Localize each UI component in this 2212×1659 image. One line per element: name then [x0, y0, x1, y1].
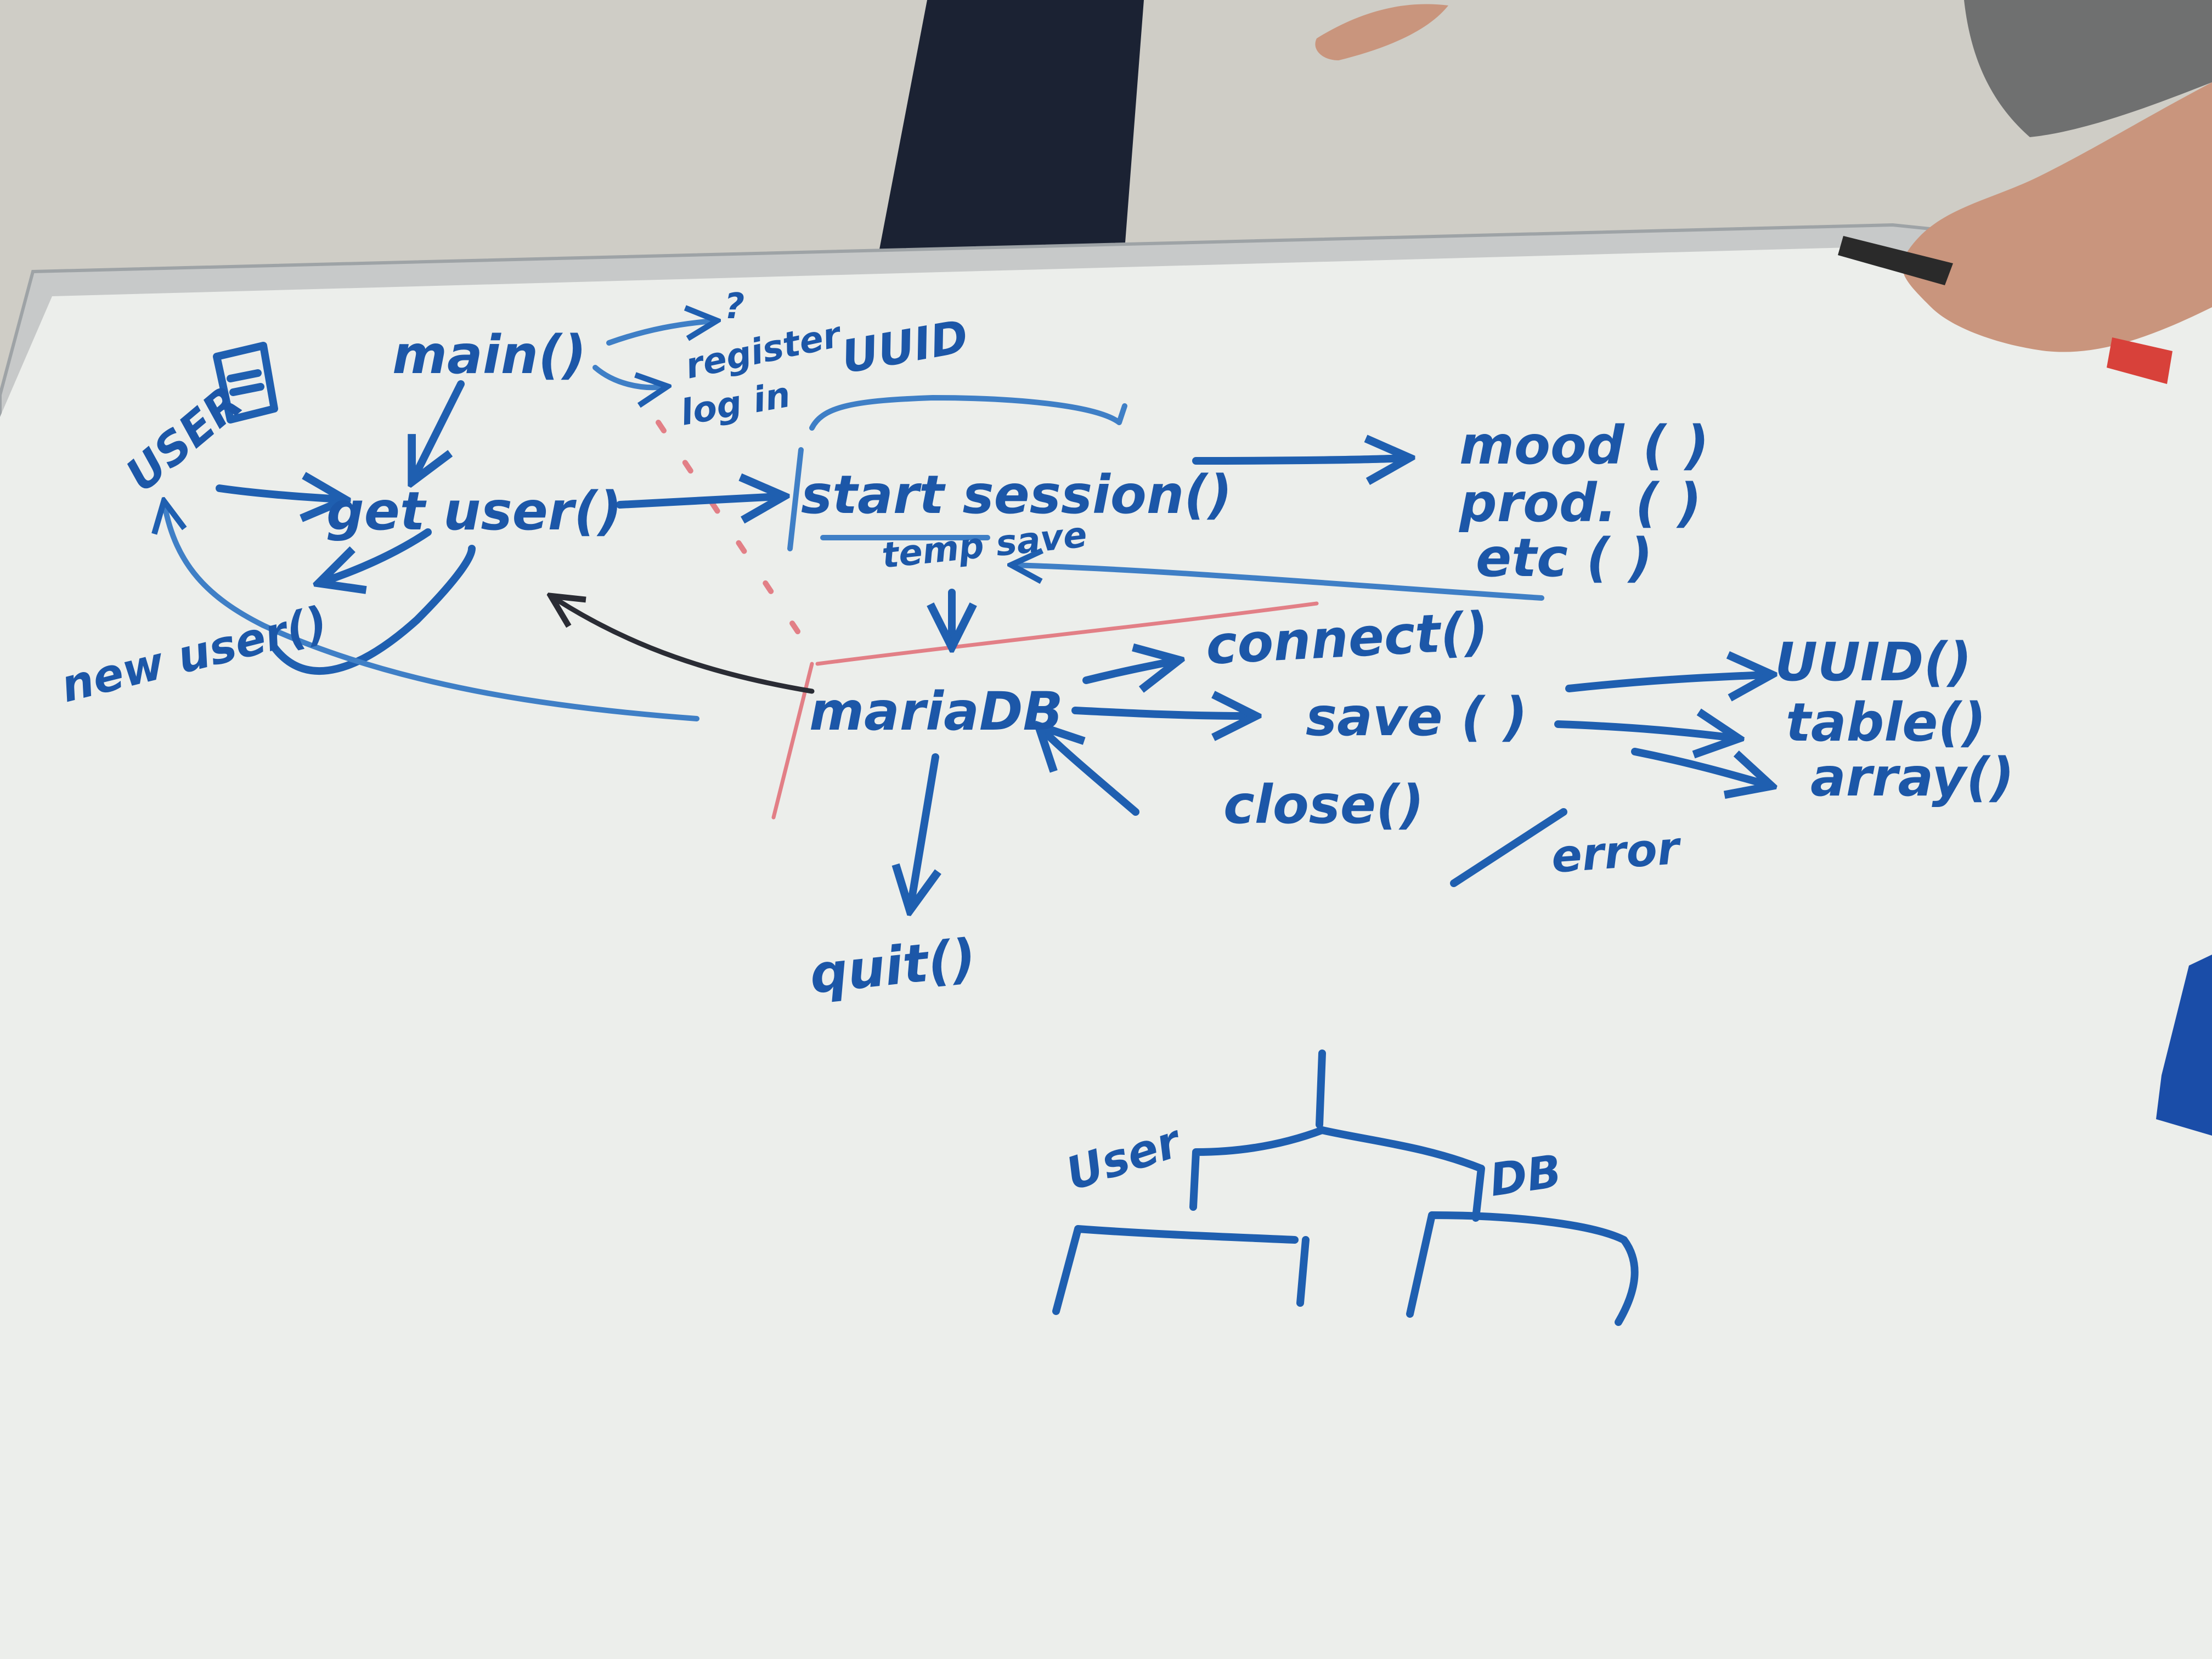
main-label: main(): [392, 324, 586, 386]
start-session-bracket: [787, 447, 990, 551]
arrow-etc-to-temp-save: [1015, 565, 1544, 601]
uuid-fn-label: UUID(): [1775, 631, 1972, 693]
mood-label: mood ( ): [1459, 415, 1709, 476]
arrow-main-to-get-user: [414, 380, 465, 477]
arrow-mariadb-to-save: [1071, 710, 1251, 716]
array-label: array(): [1810, 747, 2015, 808]
red-divider-line: [815, 601, 1319, 666]
table-label: table(): [1786, 692, 1986, 753]
etc-label: etc ( ): [1476, 527, 1653, 589]
tree-db-label: DB: [1487, 1146, 1565, 1207]
close-label: close(): [1223, 774, 1424, 836]
arrow-get-user-to-new-user: [324, 528, 432, 582]
arrow-mariadb-to-get-user-black: [554, 598, 815, 694]
error-slash: [1450, 808, 1567, 887]
arrow-save-to-array: [1631, 748, 1767, 785]
arrow-save-to-table: [1554, 724, 1734, 738]
arrow-get-user-to-start-session: [616, 496, 779, 505]
arrow-mariadb-to-quit: [911, 753, 935, 905]
start-session-label: start session(): [801, 464, 1232, 526]
marker-cap: [2107, 337, 2172, 384]
question-label: ?: [724, 286, 744, 327]
fingers-top: [1315, 4, 1448, 60]
eraser: [2156, 955, 2212, 1136]
hand-arm: [1902, 82, 2212, 352]
uuid-brace: [809, 395, 1127, 431]
whiteboard-surface: [0, 247, 2212, 1659]
prod-label: prod. ( ): [1459, 472, 1702, 534]
arrow-mariadb-to-connect: [1082, 661, 1174, 680]
mariadb-label: mariaDB: [809, 681, 1063, 742]
error-label: error: [1550, 822, 1684, 883]
arrow-main-to-register: [592, 365, 664, 387]
tree-diagram: [1052, 1049, 1639, 1326]
connect-label: connect(): [1204, 600, 1489, 676]
marker: [1838, 236, 1953, 285]
arrow-mariadb-to-user: [165, 505, 699, 721]
dark-floor-strip: [878, 0, 1144, 258]
arrow-start-session-to-mood: [1192, 458, 1404, 461]
sleeve: [1964, 0, 2212, 137]
arrow-close-to-mariadb: [1042, 730, 1139, 816]
save-label: save ( ): [1306, 686, 1527, 748]
arrow-user-to-get-user: [216, 488, 340, 499]
get-user-label: get user(): [326, 481, 622, 542]
note-icon: [213, 342, 278, 424]
arrow-new-user-loop: [270, 545, 476, 675]
arrow-save-to-uuid: [1565, 675, 1767, 689]
arrow-main-to-q: [606, 321, 713, 346]
